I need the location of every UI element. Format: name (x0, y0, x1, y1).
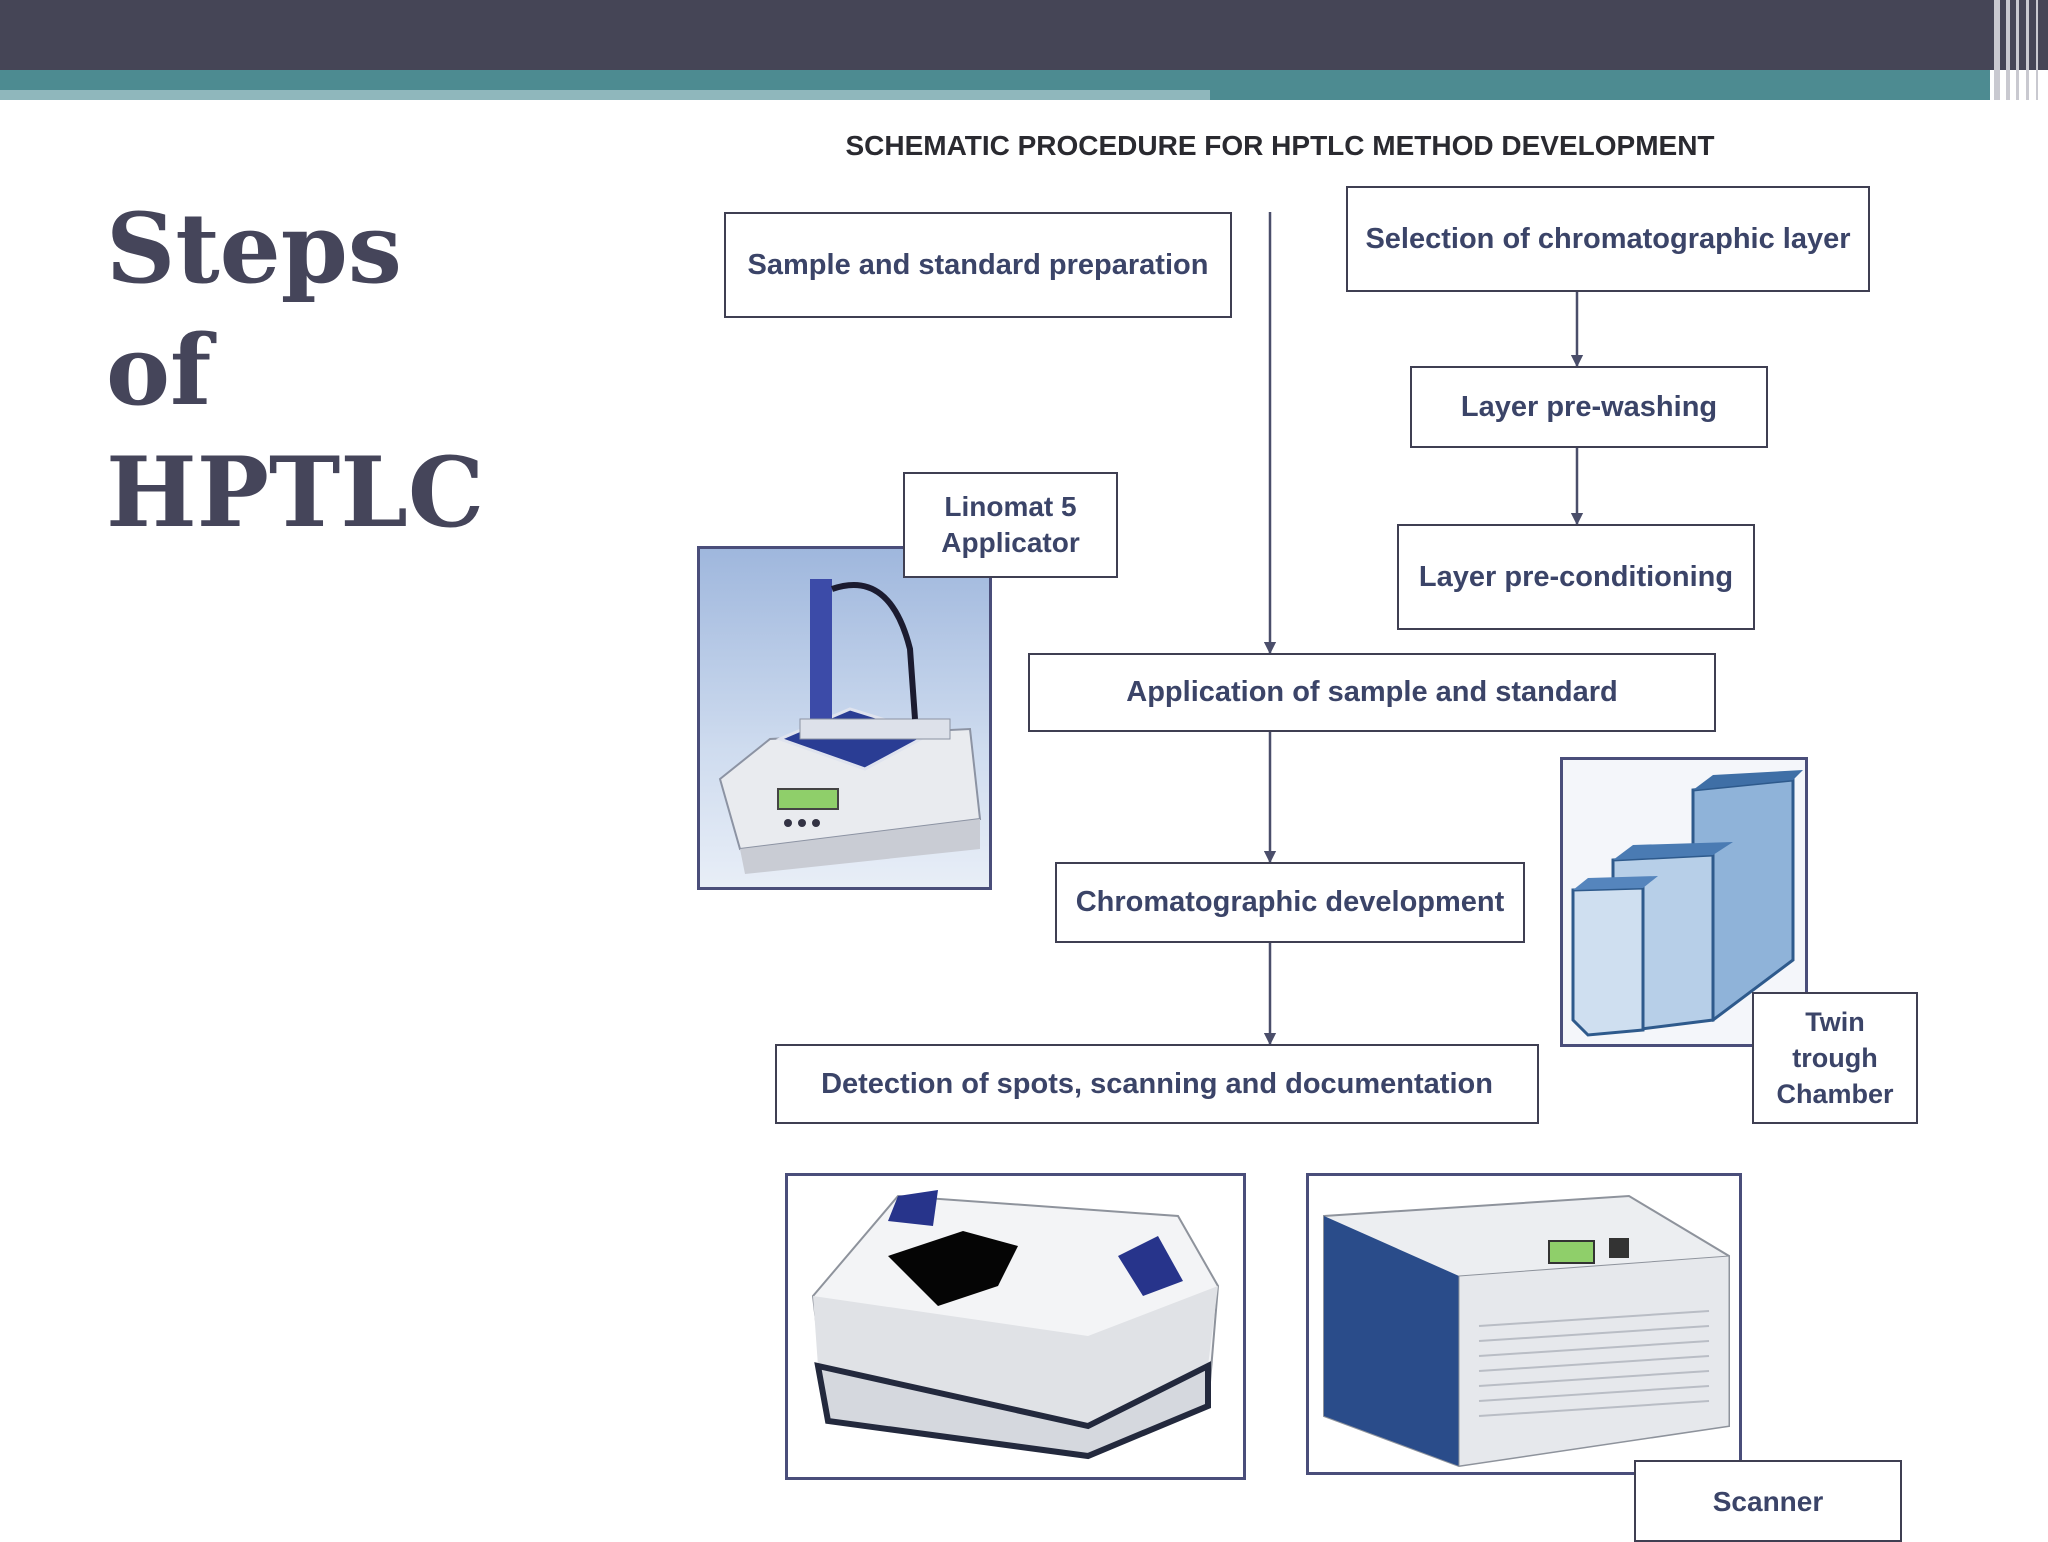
label-twin-trough-chamber: Twin trough Chamber (1752, 992, 1918, 1124)
twin-label-line-1: Twin (1805, 1007, 1865, 1037)
box-layer-prewashing: Layer pre-washing (1410, 366, 1768, 448)
twin-label-line-3: Chamber (1776, 1079, 1894, 1109)
visualizer-image (785, 1173, 1246, 1480)
box-chromatographic-development: Chromatographic development (1055, 862, 1525, 943)
box-layer-selection: Selection of chromatographic layer (1346, 186, 1870, 292)
title-line-2: of (106, 314, 212, 427)
slide-title: Steps of HPTLC (106, 188, 484, 554)
linomat-label-line-1: Linomat 5 (944, 491, 1077, 522)
box-layer-preconditioning: Layer pre-conditioning (1397, 524, 1755, 630)
box-application: Application of sample and standard (1028, 653, 1716, 732)
label-scanner: Scanner (1634, 1460, 1902, 1542)
header-accent-light (0, 90, 1210, 100)
header-stripes (1990, 0, 2048, 100)
title-line-3: HPTLC (106, 436, 485, 549)
twin-label-line-2: trough (1792, 1043, 1878, 1073)
linomat-label-line-2: Applicator (941, 527, 1080, 558)
box-detection: Detection of spots, scanning and documen… (775, 1044, 1539, 1124)
linomat-applicator-image (697, 546, 992, 890)
twin-trough-chamber-image (1560, 757, 1808, 1047)
scanner-image (1306, 1173, 1742, 1475)
box-sample-preparation: Sample and standard preparation (724, 212, 1232, 318)
header-bar (0, 0, 2048, 70)
title-line-1: Steps (106, 192, 402, 305)
diagram-heading: SCHEMATIC PROCEDURE FOR HPTLC METHOD DEV… (845, 130, 1715, 161)
label-linomat-applicator: Linomat 5 Applicator (903, 472, 1118, 578)
